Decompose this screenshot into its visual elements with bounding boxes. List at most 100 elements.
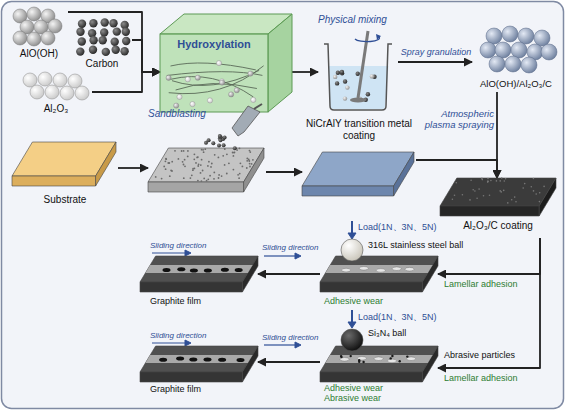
flow-arrow xyxy=(68,12,160,72)
slab-front xyxy=(140,372,242,382)
node-text: AlO(OH)/Al₂O₃/C xyxy=(472,78,560,89)
texture-dot xyxy=(246,158,248,160)
graphite-film xyxy=(204,268,212,272)
graphite-film xyxy=(237,358,245,362)
texture-dot xyxy=(178,158,180,160)
texture-dot xyxy=(476,198,478,200)
annotation-label: Lamellar adhesion xyxy=(444,279,518,290)
flow-arrow xyxy=(292,71,318,73)
texture-dot xyxy=(482,179,484,181)
texture-dot xyxy=(487,178,489,180)
texture-dot xyxy=(167,162,169,164)
texture-dot xyxy=(489,194,491,196)
abrasive-particle xyxy=(362,361,364,363)
texture-dot xyxy=(165,168,167,170)
al2o3-particle xyxy=(38,72,52,86)
texture-dot xyxy=(487,181,489,183)
texture-dot xyxy=(504,180,506,182)
al2o3-particle xyxy=(23,73,37,87)
carbon-particle xyxy=(122,28,130,36)
texture-dot xyxy=(184,159,186,161)
slab-side xyxy=(394,152,414,196)
carbon-particle xyxy=(111,38,119,46)
texture-dot xyxy=(183,150,185,152)
texture-dot xyxy=(218,174,220,176)
node-text: Sandblasting xyxy=(148,108,224,120)
granule xyxy=(495,42,511,58)
particle xyxy=(343,96,347,100)
hydroxylation-bath: Hydroxylation xyxy=(160,12,292,112)
texture-dot xyxy=(474,190,476,192)
slab-front xyxy=(320,282,422,292)
load-arrow-shaft xyxy=(351,310,353,322)
texture-dot xyxy=(191,174,193,176)
texture-dot xyxy=(249,151,251,153)
graphite-film xyxy=(177,267,185,271)
texture-dot xyxy=(535,193,537,195)
texture-dot xyxy=(204,148,206,150)
al2o3-particle xyxy=(53,73,67,87)
texture-dot xyxy=(500,191,502,193)
annotation-label: Load(1N、3N、5N) xyxy=(358,312,437,323)
slab-front xyxy=(140,282,242,292)
granule xyxy=(511,42,527,58)
carbon-particle xyxy=(109,19,117,27)
carbon-fiber xyxy=(167,72,263,76)
particle xyxy=(356,72,360,76)
texture-dot xyxy=(483,195,485,197)
granule xyxy=(489,56,505,72)
carbon-particle xyxy=(99,36,107,44)
texture-dot xyxy=(249,166,251,168)
texture-dot xyxy=(232,152,234,154)
texture-dot xyxy=(190,177,192,179)
texture-dot xyxy=(169,175,171,177)
texture-dot xyxy=(201,180,203,182)
texture-dot xyxy=(201,149,203,151)
texture-dot xyxy=(234,151,236,153)
abrasive-particle xyxy=(390,357,392,359)
flow-arrow xyxy=(92,72,160,92)
abrasive-particle xyxy=(358,359,360,361)
grit-particle xyxy=(233,146,237,150)
annotation-label: Sliding direction xyxy=(262,333,318,343)
slab-side xyxy=(422,256,438,292)
texture-dot xyxy=(226,173,228,175)
texture-dot xyxy=(155,176,157,178)
texture-dot xyxy=(197,180,199,182)
graphite-film xyxy=(159,358,167,362)
texture-dot xyxy=(228,162,230,164)
texture-dot xyxy=(496,180,498,182)
grit-particle xyxy=(207,138,211,142)
sandblast-gun xyxy=(232,106,260,136)
texture-dot xyxy=(487,180,489,182)
sliding-arrow-shaft xyxy=(264,255,296,256)
annotation-label: Abrasive particles xyxy=(444,350,515,361)
lamellar-flake xyxy=(388,359,397,363)
flow-arrow xyxy=(258,361,320,363)
carbon-particle xyxy=(89,19,97,27)
texture-dot xyxy=(184,165,186,167)
carbon-fiber xyxy=(171,63,256,70)
abrasive-particle xyxy=(340,355,342,357)
annotation-label: Sliding direction xyxy=(150,241,206,251)
wear-track: Graphite film xyxy=(140,256,258,310)
texture-dot xyxy=(454,194,456,196)
gun-hose xyxy=(254,104,262,109)
wear-track xyxy=(145,265,252,273)
texture-dot xyxy=(207,165,209,167)
texture-dot xyxy=(193,158,195,160)
carbon-particle xyxy=(76,28,84,36)
slab-top xyxy=(320,256,438,282)
texture-dot xyxy=(248,160,250,162)
carbon-particle xyxy=(78,37,86,45)
texture-dot xyxy=(171,170,173,172)
texture-dot xyxy=(197,156,199,158)
texture-dot xyxy=(499,180,501,182)
texture-dot xyxy=(246,160,248,162)
texture-dot xyxy=(251,163,253,165)
rotation-arrow xyxy=(355,37,379,42)
aloh-particle xyxy=(27,7,41,21)
particle xyxy=(219,80,224,85)
particle xyxy=(345,85,349,89)
texture-dot xyxy=(539,201,541,203)
